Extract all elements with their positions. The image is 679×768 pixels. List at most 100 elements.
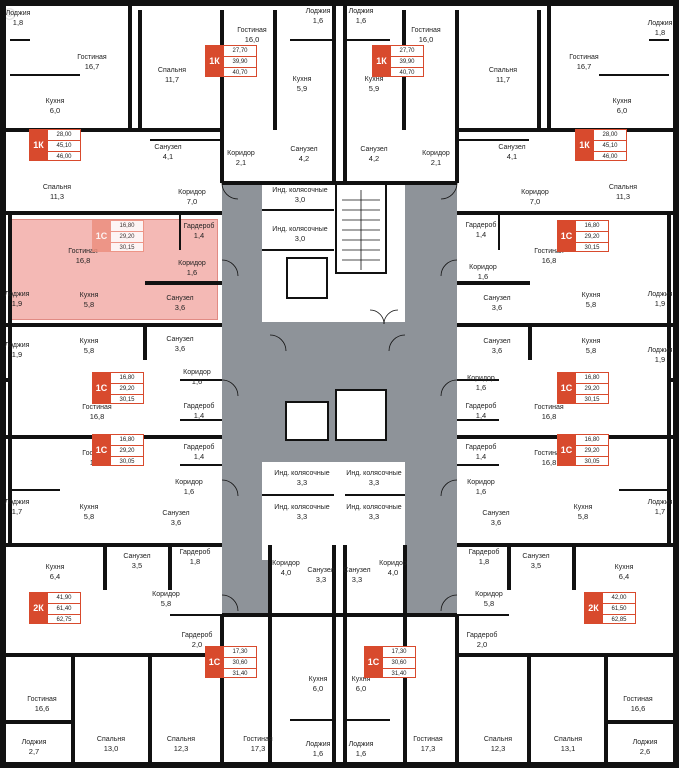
room-name: Санузел xyxy=(483,295,511,302)
room-area: 6,0 xyxy=(355,684,367,693)
room-name: Лоджия xyxy=(632,739,658,746)
room-area: 3,3 xyxy=(368,478,380,487)
room-area: 13,0 xyxy=(103,744,119,753)
room-area: 1,6 xyxy=(355,16,367,25)
room-area: 1,6 xyxy=(475,383,487,392)
room-area: 2,0 xyxy=(191,640,203,649)
apartment-area-value: 42,00 xyxy=(603,593,635,604)
room-area: 1,8 xyxy=(478,557,490,566)
room-area: 4,0 xyxy=(280,568,292,577)
room-name: Лоджия xyxy=(647,20,673,27)
room-name: Коридор xyxy=(467,375,495,382)
apartment-area-value: 16,80 xyxy=(576,435,608,446)
room-name: Кухня xyxy=(581,338,601,345)
room-name: Гардероб xyxy=(179,549,211,556)
room-area: 1,8 xyxy=(189,557,201,566)
room-area: 1,6 xyxy=(355,749,367,758)
room-area: 11,3 xyxy=(49,192,65,201)
room-name: Кухня xyxy=(614,564,634,571)
room-name: Кухня xyxy=(612,98,632,105)
room-name: Лоджия xyxy=(305,8,331,15)
room-area: 5,8 xyxy=(577,512,589,521)
room-area: 3,3 xyxy=(296,512,308,521)
room-name: Кухня xyxy=(364,76,384,83)
room-area: 6,4 xyxy=(49,572,61,581)
apartment-area-value: 46,00 xyxy=(602,154,618,160)
room-name: Санузел xyxy=(483,338,511,345)
room-area: 3,5 xyxy=(131,561,143,570)
room-name: Гостиная xyxy=(243,736,273,743)
room-name: Санузел xyxy=(166,336,194,343)
room-area: 3,3 xyxy=(315,575,327,584)
room-name: Гостиная xyxy=(82,404,112,411)
room-area: 3,6 xyxy=(490,518,502,527)
room-name: Санузел xyxy=(166,295,194,302)
room-area: 7,0 xyxy=(186,197,198,206)
room-area: 16,8 xyxy=(541,412,557,421)
apartment-type: 1К xyxy=(372,45,391,77)
apartment-area-value: 45,10 xyxy=(594,141,626,152)
apartment-area-value: 30,05 xyxy=(119,459,135,465)
room-name: Лоджия xyxy=(4,291,30,298)
room-name: Лоджия xyxy=(647,291,673,298)
apartment-area-value: 29,20 xyxy=(576,384,608,395)
room-name: Гостиная xyxy=(623,696,653,703)
room-name: Гардероб xyxy=(183,223,215,230)
room-area: 6,0 xyxy=(49,106,61,115)
room-area: 1,9 xyxy=(654,355,666,364)
interior-walls xyxy=(3,3,676,765)
room-area: 3,6 xyxy=(491,303,503,312)
room-name: Кухня xyxy=(79,292,99,299)
room-name: Спальня xyxy=(96,736,126,743)
room-name: Коридор xyxy=(175,479,203,486)
room-name: Инд. колясочные xyxy=(272,187,328,194)
partitions xyxy=(10,39,669,721)
room-name: Лоджия xyxy=(647,499,673,506)
room-area: 6,0 xyxy=(616,106,628,115)
room-area: 2,1 xyxy=(430,158,442,167)
apartment-area-value: 16,80 xyxy=(111,373,143,384)
apartment-type: 1С xyxy=(557,434,576,466)
apartment-area-value: 31,40 xyxy=(391,671,407,677)
room-area: 17,3 xyxy=(420,744,436,753)
apartment-type: 2К xyxy=(584,592,603,624)
selected-apartment-highlight[interactable] xyxy=(8,219,218,320)
